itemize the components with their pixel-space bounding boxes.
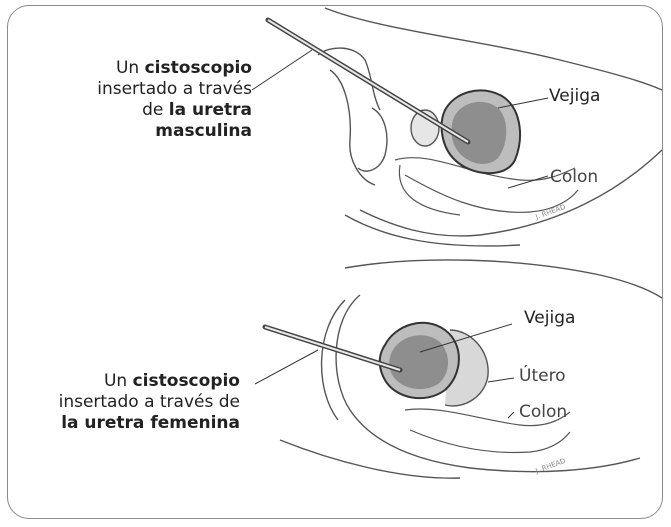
- male-caption-line1: Un cistoscopio: [40, 58, 252, 79]
- male-colon-label: Colon: [550, 167, 598, 188]
- female-bladder-label: Vejiga: [524, 308, 575, 329]
- male-caption-line4: masculina: [40, 121, 252, 142]
- female-caption-line2: insertado a través de: [30, 392, 240, 413]
- female-colon-label: Colon: [519, 402, 567, 423]
- female-caption-line3: la uretra femenina: [30, 413, 240, 434]
- male-caption-line3: de la uretra: [40, 100, 252, 121]
- female-caption: Un cistoscopio insertado a través de la …: [30, 371, 240, 434]
- male-caption-line2: insertado a través: [40, 79, 252, 100]
- female-caption-line1: Un cistoscopio: [30, 371, 240, 392]
- male-anatomy: [318, 8, 662, 246]
- male-cystoscope: [268, 20, 468, 142]
- female-cystoscope: [265, 327, 400, 370]
- female-anatomy: [280, 260, 662, 478]
- male-caption: Un cistoscopio insertado a través de la …: [40, 58, 252, 142]
- female-uterus-label: Útero: [519, 366, 566, 387]
- male-bladder-label: Vejiga: [549, 86, 600, 107]
